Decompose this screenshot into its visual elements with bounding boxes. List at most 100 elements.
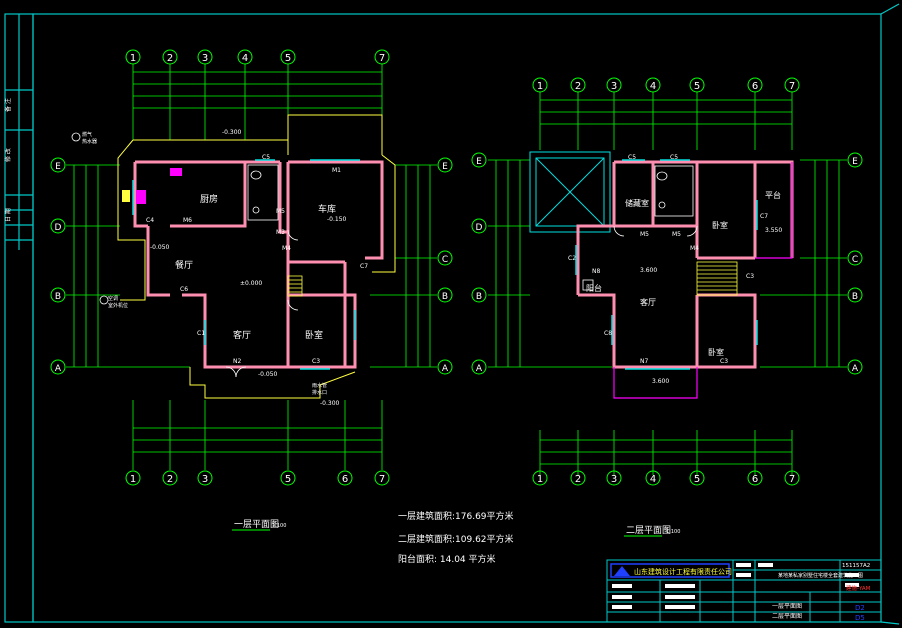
- tag: N7: [640, 358, 648, 365]
- tag: C3: [312, 358, 320, 365]
- axis-bubble: 2: [570, 470, 586, 486]
- balcony-fixture: [582, 279, 594, 291]
- axis-bubble: A: [50, 359, 66, 375]
- toilet-icon: [250, 170, 262, 180]
- company-box: [610, 563, 730, 578]
- tag: C7: [760, 213, 768, 220]
- room-balcony-label: 阳台: [586, 283, 602, 293]
- title-block: 山东建筑设计工程有限责任公司 151157A2 某地某私家别墅住宅楼全套建筑施工…: [606, 559, 882, 623]
- axis-label: A: [442, 364, 449, 374]
- axis-bubble: E: [437, 157, 453, 173]
- axis-label: 4: [650, 474, 656, 485]
- note: 室外机位: [108, 302, 128, 309]
- axis-bubble: 7: [374, 49, 390, 65]
- axis-bubble: E: [50, 157, 66, 173]
- sheet-no-1: D2: [855, 604, 865, 612]
- level-mark: -0.050: [258, 371, 278, 378]
- plan1-fixtures: [122, 164, 303, 378]
- plan1-title-text: 一层平面图: [234, 519, 279, 530]
- axis-label: B: [852, 292, 858, 302]
- entry-door-swing: [235, 366, 247, 378]
- tag: C7: [360, 263, 368, 270]
- axis-label: E: [476, 157, 482, 167]
- plan1-outline: [117, 114, 396, 399]
- left-strip-labels: 备 注 修 改 日 期: [4, 98, 12, 222]
- axis-label: 1: [537, 474, 543, 485]
- note: 热水器: [82, 138, 97, 145]
- axis-label: 7: [379, 53, 385, 64]
- tag: M4: [690, 245, 699, 252]
- area-floor2: 二层建筑面积:109.62平方米: [398, 533, 514, 545]
- plan2-right-axes: E C B A: [847, 152, 863, 375]
- axis-bubble: A: [847, 359, 863, 375]
- plan2-tags: C5 C5 M5 M5 M4 C7 C2 N8 C3 C8 C3 N7: [568, 154, 768, 365]
- sheet-frame: [4, 3, 900, 625]
- plan2-walls: [576, 160, 794, 369]
- axis-bubble: 4: [237, 49, 253, 65]
- tag: M3: [276, 229, 285, 236]
- subject-tag: 建施-YAM: [846, 584, 871, 592]
- axis-label: 7: [379, 474, 385, 485]
- axis-bubble: 7: [784, 470, 800, 486]
- axis-label: 4: [650, 81, 656, 92]
- plan2-dimensions: [488, 92, 847, 475]
- room-garage-label: 车库: [318, 203, 336, 215]
- axis-label: 6: [752, 474, 758, 485]
- strip-label-1: 修 改: [4, 148, 12, 162]
- drawing-name-1: 一层平面图: [772, 603, 802, 610]
- tag: M5: [276, 208, 285, 215]
- plan2-title: 二层平面图 1:100: [624, 525, 680, 537]
- sheet-no-2: D5: [855, 614, 865, 622]
- axis-label: 1: [130, 474, 136, 485]
- axis-bubble: 2: [570, 77, 586, 93]
- tag: C2: [568, 255, 576, 262]
- axis-bubble: B: [847, 287, 863, 303]
- tag: C3: [746, 273, 754, 280]
- axis-bubble: 6: [747, 470, 763, 486]
- axis-label: 7: [789, 81, 795, 92]
- axis-bubble: B: [437, 287, 453, 303]
- plan2-levels: 3.550 3.600 3.600: [640, 227, 782, 385]
- axis-bubble: A: [437, 359, 453, 375]
- axis-bubble: 6: [747, 77, 763, 93]
- axis-bubble: 4: [645, 470, 661, 486]
- area-floor1: 一层建筑面积:176.69平方米: [398, 510, 514, 522]
- project-name: 某地某私家别墅住宅楼全套建筑施工图: [778, 572, 863, 579]
- plan2-fixtures: [582, 165, 698, 291]
- axis-label: B: [476, 292, 482, 302]
- plan1-dimensions: [66, 64, 437, 470]
- note: 排水口: [312, 389, 327, 396]
- axis-label: D: [55, 223, 62, 233]
- strip-label-0: 备 注: [4, 98, 12, 112]
- axis-bubble: 5: [280, 470, 296, 486]
- bathroom-fixture-box: [654, 165, 694, 217]
- company-logo-icon: [614, 566, 630, 576]
- axis-bubble: C: [437, 250, 453, 266]
- axis-bubble: E: [471, 152, 487, 168]
- level-mark: -0.300: [222, 129, 242, 136]
- ac-marker-icon: [99, 295, 109, 305]
- company-name: 山东建筑设计工程有限责任公司: [634, 567, 732, 576]
- level-mark: 3.600: [652, 378, 669, 385]
- plan2-bottom-axes: 1 2 3 4 5 6 7: [532, 470, 800, 486]
- axis-bubble: 4: [645, 77, 661, 93]
- title-block-blocks: [612, 563, 859, 609]
- axis-bubble: 7: [784, 77, 800, 93]
- plan2-scale: 1:100: [666, 529, 680, 535]
- plan2-void: [529, 151, 611, 233]
- axis-label: E: [442, 162, 448, 172]
- axis-label: 1: [537, 81, 543, 92]
- axis-label: 2: [167, 53, 173, 64]
- axis-bubble: 3: [197, 470, 213, 486]
- axis-bubble: D: [50, 218, 66, 234]
- plan1-left-axes: E D B A: [50, 157, 66, 375]
- plan1-scale: 1:100: [272, 523, 286, 529]
- axis-label: 5: [694, 81, 700, 92]
- axis-label: A: [55, 364, 62, 374]
- level-mark: ±0.000: [240, 280, 262, 287]
- axis-label: 5: [285, 474, 291, 485]
- axis-bubble: B: [471, 287, 487, 303]
- room-terrace-label: 平台: [765, 190, 781, 200]
- axis-label: C: [442, 255, 448, 265]
